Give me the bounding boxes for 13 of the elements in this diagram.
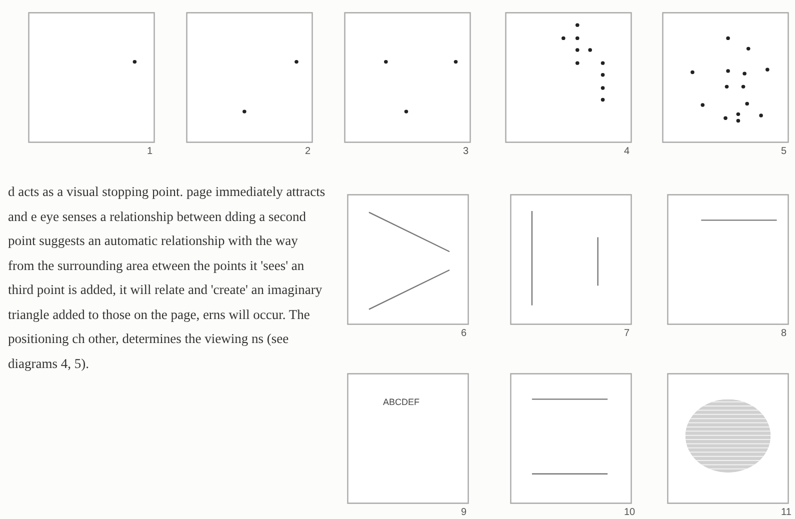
- figure-number: 3: [463, 146, 469, 157]
- figure-number: 8: [781, 328, 787, 339]
- figure-number: 4: [624, 146, 630, 157]
- figure-number: 9: [461, 507, 467, 518]
- figure-number: 11: [781, 507, 792, 518]
- figure-number: 2: [305, 146, 311, 157]
- sample-text: ABCDEF: [383, 397, 420, 407]
- figure-number: 1: [147, 146, 153, 157]
- figure-number: 10: [624, 507, 636, 518]
- figure-number: 5: [781, 146, 787, 157]
- body-paragraph: d acts as a visual stopping point. page immediately attracts and e eye senses a relationship between dding a second point suggests an automatic relationship with the way from the surrounding area etween the points it 'sees' an third point is added, it will relate and 'create' an imaginary triangle added to those on the page, erns will occur. The positioning ch other, determines the viewing ns (see diagrams 4, 5).: [8, 183, 326, 373]
- figure-number: 6: [461, 328, 467, 339]
- figure-number: 7: [624, 328, 630, 339]
